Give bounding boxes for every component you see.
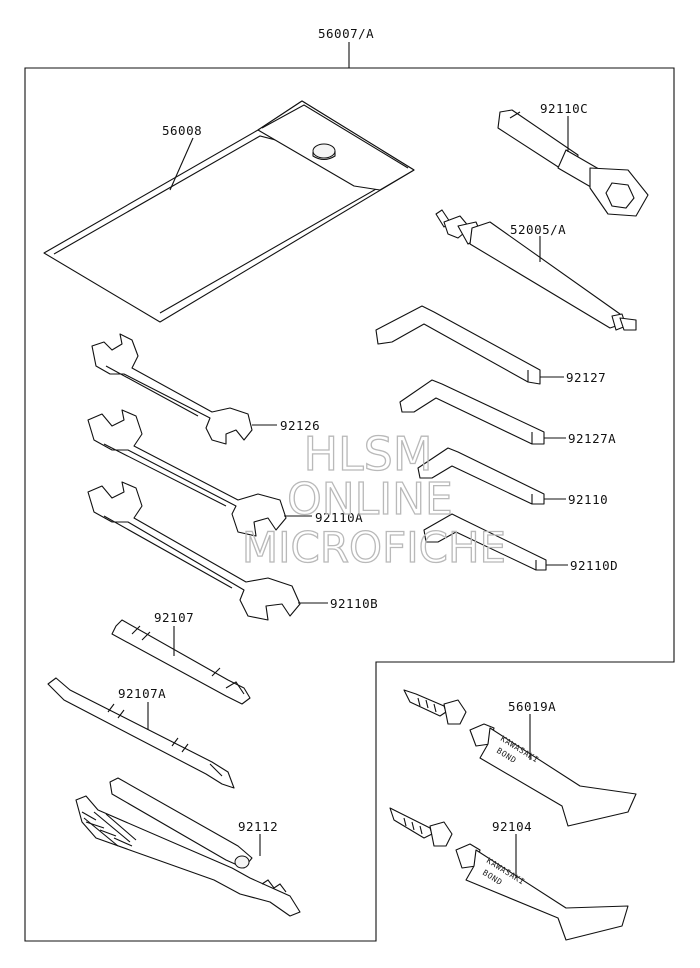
hex-key-92110d [423, 513, 547, 571]
pliers-92112 [75, 777, 301, 917]
label-bond-tube-92104: 92104 [492, 819, 532, 834]
hex-key-92110 [417, 447, 545, 505]
label-pliers: 92112 [238, 819, 278, 834]
label-hex-key-92110: 92110 [568, 492, 608, 507]
label-plug-wrench: 92110C [540, 101, 588, 116]
label-wrench-92110a: 92110A [315, 510, 363, 525]
label-handle-bar: 52005/A [510, 222, 566, 237]
kit-frame [24, 67, 675, 942]
pouch-leader [169, 137, 194, 191]
tool-pouch [43, 100, 415, 323]
plug-wrench [497, 109, 649, 217]
label-wrench-92110b: 92110B [330, 596, 378, 611]
wrench-92126 [91, 333, 253, 445]
hex-key-92127a [399, 379, 545, 445]
wrench-92110a [87, 409, 287, 537]
svg-text:HLSM: HLSM [303, 427, 432, 481]
bond-tube-56019a: KAWASAKI BOND [403, 689, 637, 827]
label-bond-tube-56019a: 56019A [508, 699, 556, 714]
label-kit: 56007/A [318, 26, 374, 41]
wrench-92110b [87, 481, 301, 621]
label-hex-key-92127a: 92127A [568, 431, 616, 446]
handle-bar [435, 209, 637, 331]
svg-text:ONLINE: ONLINE [287, 474, 453, 525]
label-screwdriver-92107a: 92107A [118, 686, 166, 701]
watermark: HLSM ONLINE MICROFICHE [241, 426, 506, 572]
label-screwdriver-92107: 92107 [154, 610, 194, 625]
label-wrench-92126: 92126 [280, 418, 320, 433]
screwdriver-92107 [111, 619, 251, 705]
svg-text:MICROFICHE: MICROFICHE [242, 523, 506, 572]
screwdriver-92107a [47, 677, 235, 789]
hex-key-92127 [375, 305, 541, 385]
label-pouch: 56008 [162, 123, 202, 138]
label-hex-key-92127: 92127 [566, 370, 606, 385]
label-hex-key-92110d: 92110D [570, 558, 618, 573]
